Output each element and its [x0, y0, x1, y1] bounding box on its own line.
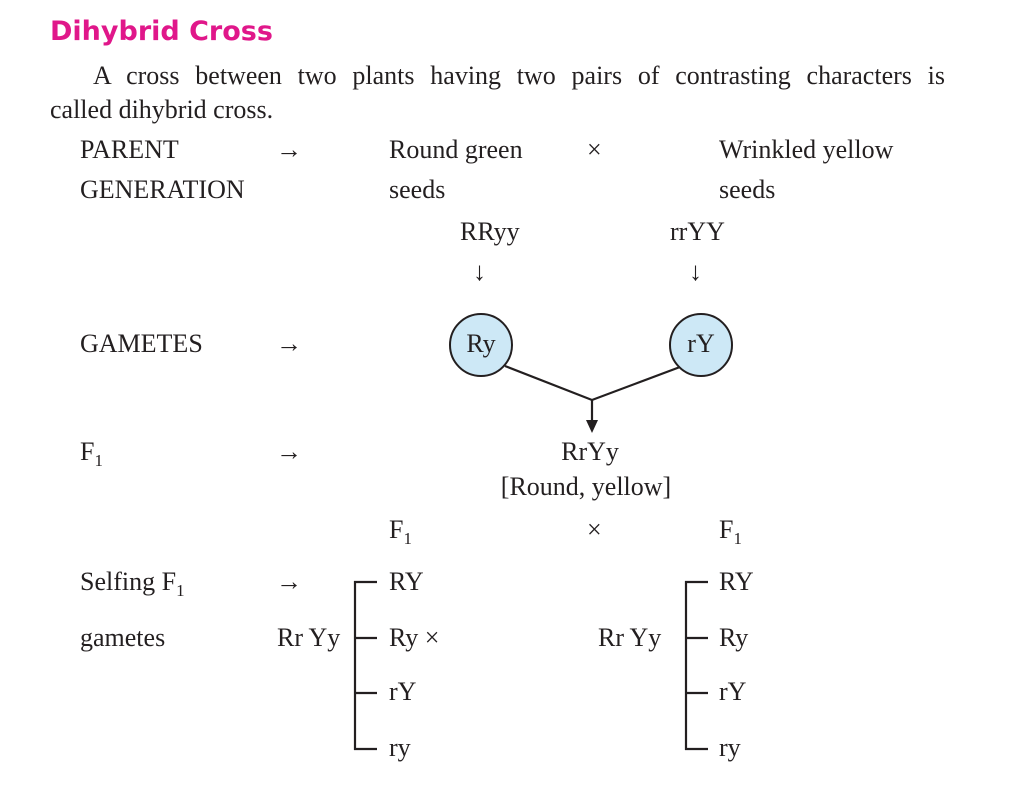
f1-genotype: RrYy — [561, 437, 619, 466]
right-gamete-item: Ry — [719, 623, 749, 652]
f1-phenotype: [Round, yellow] — [500, 472, 672, 501]
arrow-right-icon: → — [276, 329, 302, 358]
gamete-left: Ry — [466, 329, 496, 358]
selfing-parent-left-sub: 1 — [403, 529, 412, 548]
gamete-join-line — [504, 364, 681, 402]
right-gamete-item: RY — [719, 567, 754, 596]
parent-right-seeds: seeds — [719, 175, 776, 204]
cross-icon: × — [587, 135, 602, 164]
left-gamete-item: rY — [389, 677, 417, 706]
f1-label-sub: 1 — [94, 451, 103, 470]
parent-left-genotype: RRyy — [460, 217, 520, 246]
generation-label: GENERATION — [80, 175, 245, 204]
intro-text-line-1: A cross between two plants having two pa… — [93, 61, 945, 90]
parent-label: PARENT — [80, 135, 179, 164]
f1-label: F1 — [80, 437, 103, 470]
selfing-parent-left: F1 — [389, 515, 412, 548]
arrow-right-icon: → — [276, 437, 302, 466]
right-gamete-item: ry — [719, 733, 741, 762]
selfing-label-sub: 1 — [176, 581, 185, 600]
selfing-parent-right-sub: 1 — [733, 529, 742, 548]
gametes-sublabel: gametes — [80, 623, 166, 652]
intro-text-line-2: called dihybrid cross. — [50, 95, 274, 124]
cross-icon: × — [587, 515, 602, 544]
parent-left-seeds: seeds — [389, 175, 446, 204]
selfing-parent-left-text: F — [389, 515, 404, 544]
selfing-parent-right-text: F — [719, 515, 734, 544]
selfing-label-text: Selfing F — [80, 567, 177, 596]
selfing-genotype-right: Rr Yy — [598, 623, 662, 652]
arrow-down-icon: ↓ — [689, 257, 702, 286]
f1-arrowhead — [586, 420, 598, 433]
left-gamete-item: Ry × — [389, 623, 440, 652]
arrow-down-icon: ↓ — [473, 257, 486, 286]
parent-right-genotype: rrYY — [670, 217, 725, 246]
gamete-circle-left — [449, 313, 513, 377]
gametes-label: GAMETES — [80, 329, 203, 358]
left-gamete-bracket — [353, 580, 377, 751]
f1-label-text: F — [80, 437, 95, 466]
arrow-right-icon: → — [276, 567, 302, 596]
gamete-circle-right — [669, 313, 733, 377]
selfing-parent-right: F1 — [719, 515, 742, 548]
arrow-right-icon: → — [276, 135, 302, 164]
section-title: Dihybrid Cross — [50, 16, 273, 47]
left-gamete-item: RY — [389, 567, 424, 596]
right-gamete-item: rY — [719, 677, 747, 706]
left-gamete-item: ry — [389, 733, 411, 762]
selfing-label: Selfing F1 — [80, 567, 185, 600]
gamete-right: rY — [687, 329, 715, 358]
parent-left-phenotype: Round green — [389, 135, 523, 164]
parent-right-phenotype: Wrinkled yellow — [719, 135, 894, 164]
selfing-genotype-left: Rr Yy — [277, 623, 341, 652]
right-gamete-bracket — [684, 580, 708, 751]
